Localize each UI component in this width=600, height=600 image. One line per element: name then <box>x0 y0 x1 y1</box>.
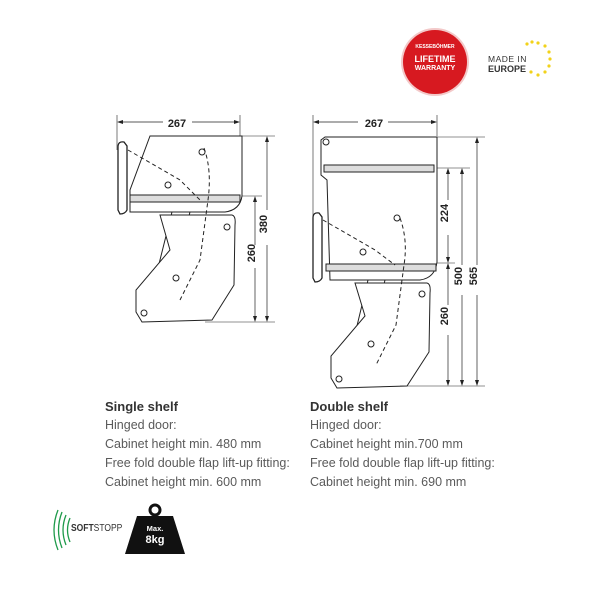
eu-stars-icon <box>525 40 552 77</box>
spec-line: Cabinet height min. 600 mm <box>105 475 262 489</box>
stopp-text: STOPP <box>93 523 123 534</box>
softstopp-waves-icon <box>53 509 71 551</box>
dim-width: 267 <box>365 118 383 130</box>
badge-line-1: LIFETIME <box>414 54 456 64</box>
dim-total: 565 <box>468 267 480 285</box>
max-label: Max. <box>146 524 164 533</box>
spec-line: Free fold double flap lift-up fitting: <box>105 456 290 470</box>
dim-total: 380 <box>258 215 270 233</box>
max-weight-icon: Max. 8kg <box>125 502 185 554</box>
made-in-text: MADE IN <box>488 54 527 64</box>
softstopp-logo: SOFTSTOPP <box>50 508 123 552</box>
soft-text: SOFT <box>71 523 94 534</box>
dim-width: 267 <box>168 118 186 130</box>
made-in-europe-badge: MADE IN EUROPE <box>488 40 553 81</box>
single-shelf-diagram: 267 380 260 <box>116 115 275 323</box>
weight-value: 8kg <box>145 534 165 546</box>
spec-line: Free fold double flap lift-up fitting: <box>310 456 495 470</box>
brand-logo: KESSEBÖHMER <box>415 44 455 50</box>
spec-line: Hinged door: <box>310 418 382 432</box>
dim-lower: 260 <box>439 307 451 325</box>
dim-shelf-gap: 224 <box>439 203 451 222</box>
double-shelf-title: Double shelf <box>310 399 389 414</box>
europe-text: EUROPE <box>488 64 527 74</box>
spec-line: Cabinet height min. 480 mm <box>105 437 262 451</box>
dim-lower: 260 <box>246 244 258 262</box>
dim-mid: 500 <box>453 267 465 285</box>
single-shelf-title: Single shelf <box>105 399 178 414</box>
spec-line: Cabinet height min.700 mm <box>310 437 463 451</box>
double-shelf-specs: Double shelf Hinged door: Cabinet height… <box>310 397 495 492</box>
lifetime-warranty-badge: KESSEBÖHMER LIFETIME WARRANTY <box>403 30 467 94</box>
single-shelf-specs: Single shelf Hinged door: Cabinet height… <box>105 397 290 492</box>
double-shelf-diagram: 267 565 500 224 260 <box>312 115 485 389</box>
spec-line: Cabinet height min. 690 mm <box>310 475 467 489</box>
spec-line: Hinged door: <box>105 418 177 432</box>
badge-line-2: WARRANTY <box>414 65 456 72</box>
